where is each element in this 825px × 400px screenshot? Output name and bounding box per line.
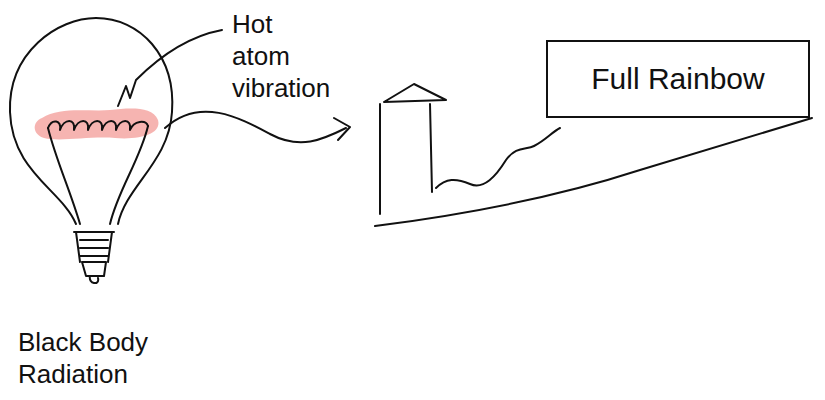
filament-coil [48, 121, 148, 130]
bulb-base [74, 232, 114, 283]
box-title: Full Rainbow [591, 61, 764, 97]
callout-label: Hot atom vibration [232, 8, 330, 104]
filament-glow [35, 109, 159, 140]
caption-label: Black Body Radiation [18, 326, 168, 390]
spectrum-line [436, 128, 560, 188]
light-arrow [165, 112, 350, 143]
filament-wires [48, 126, 148, 224]
leader-arrow [118, 30, 222, 106]
rainbow-box: Full Rainbow [546, 40, 810, 118]
ground-line [375, 118, 812, 226]
spectrometer-tower [380, 84, 446, 214]
bulb-glass [10, 18, 172, 224]
